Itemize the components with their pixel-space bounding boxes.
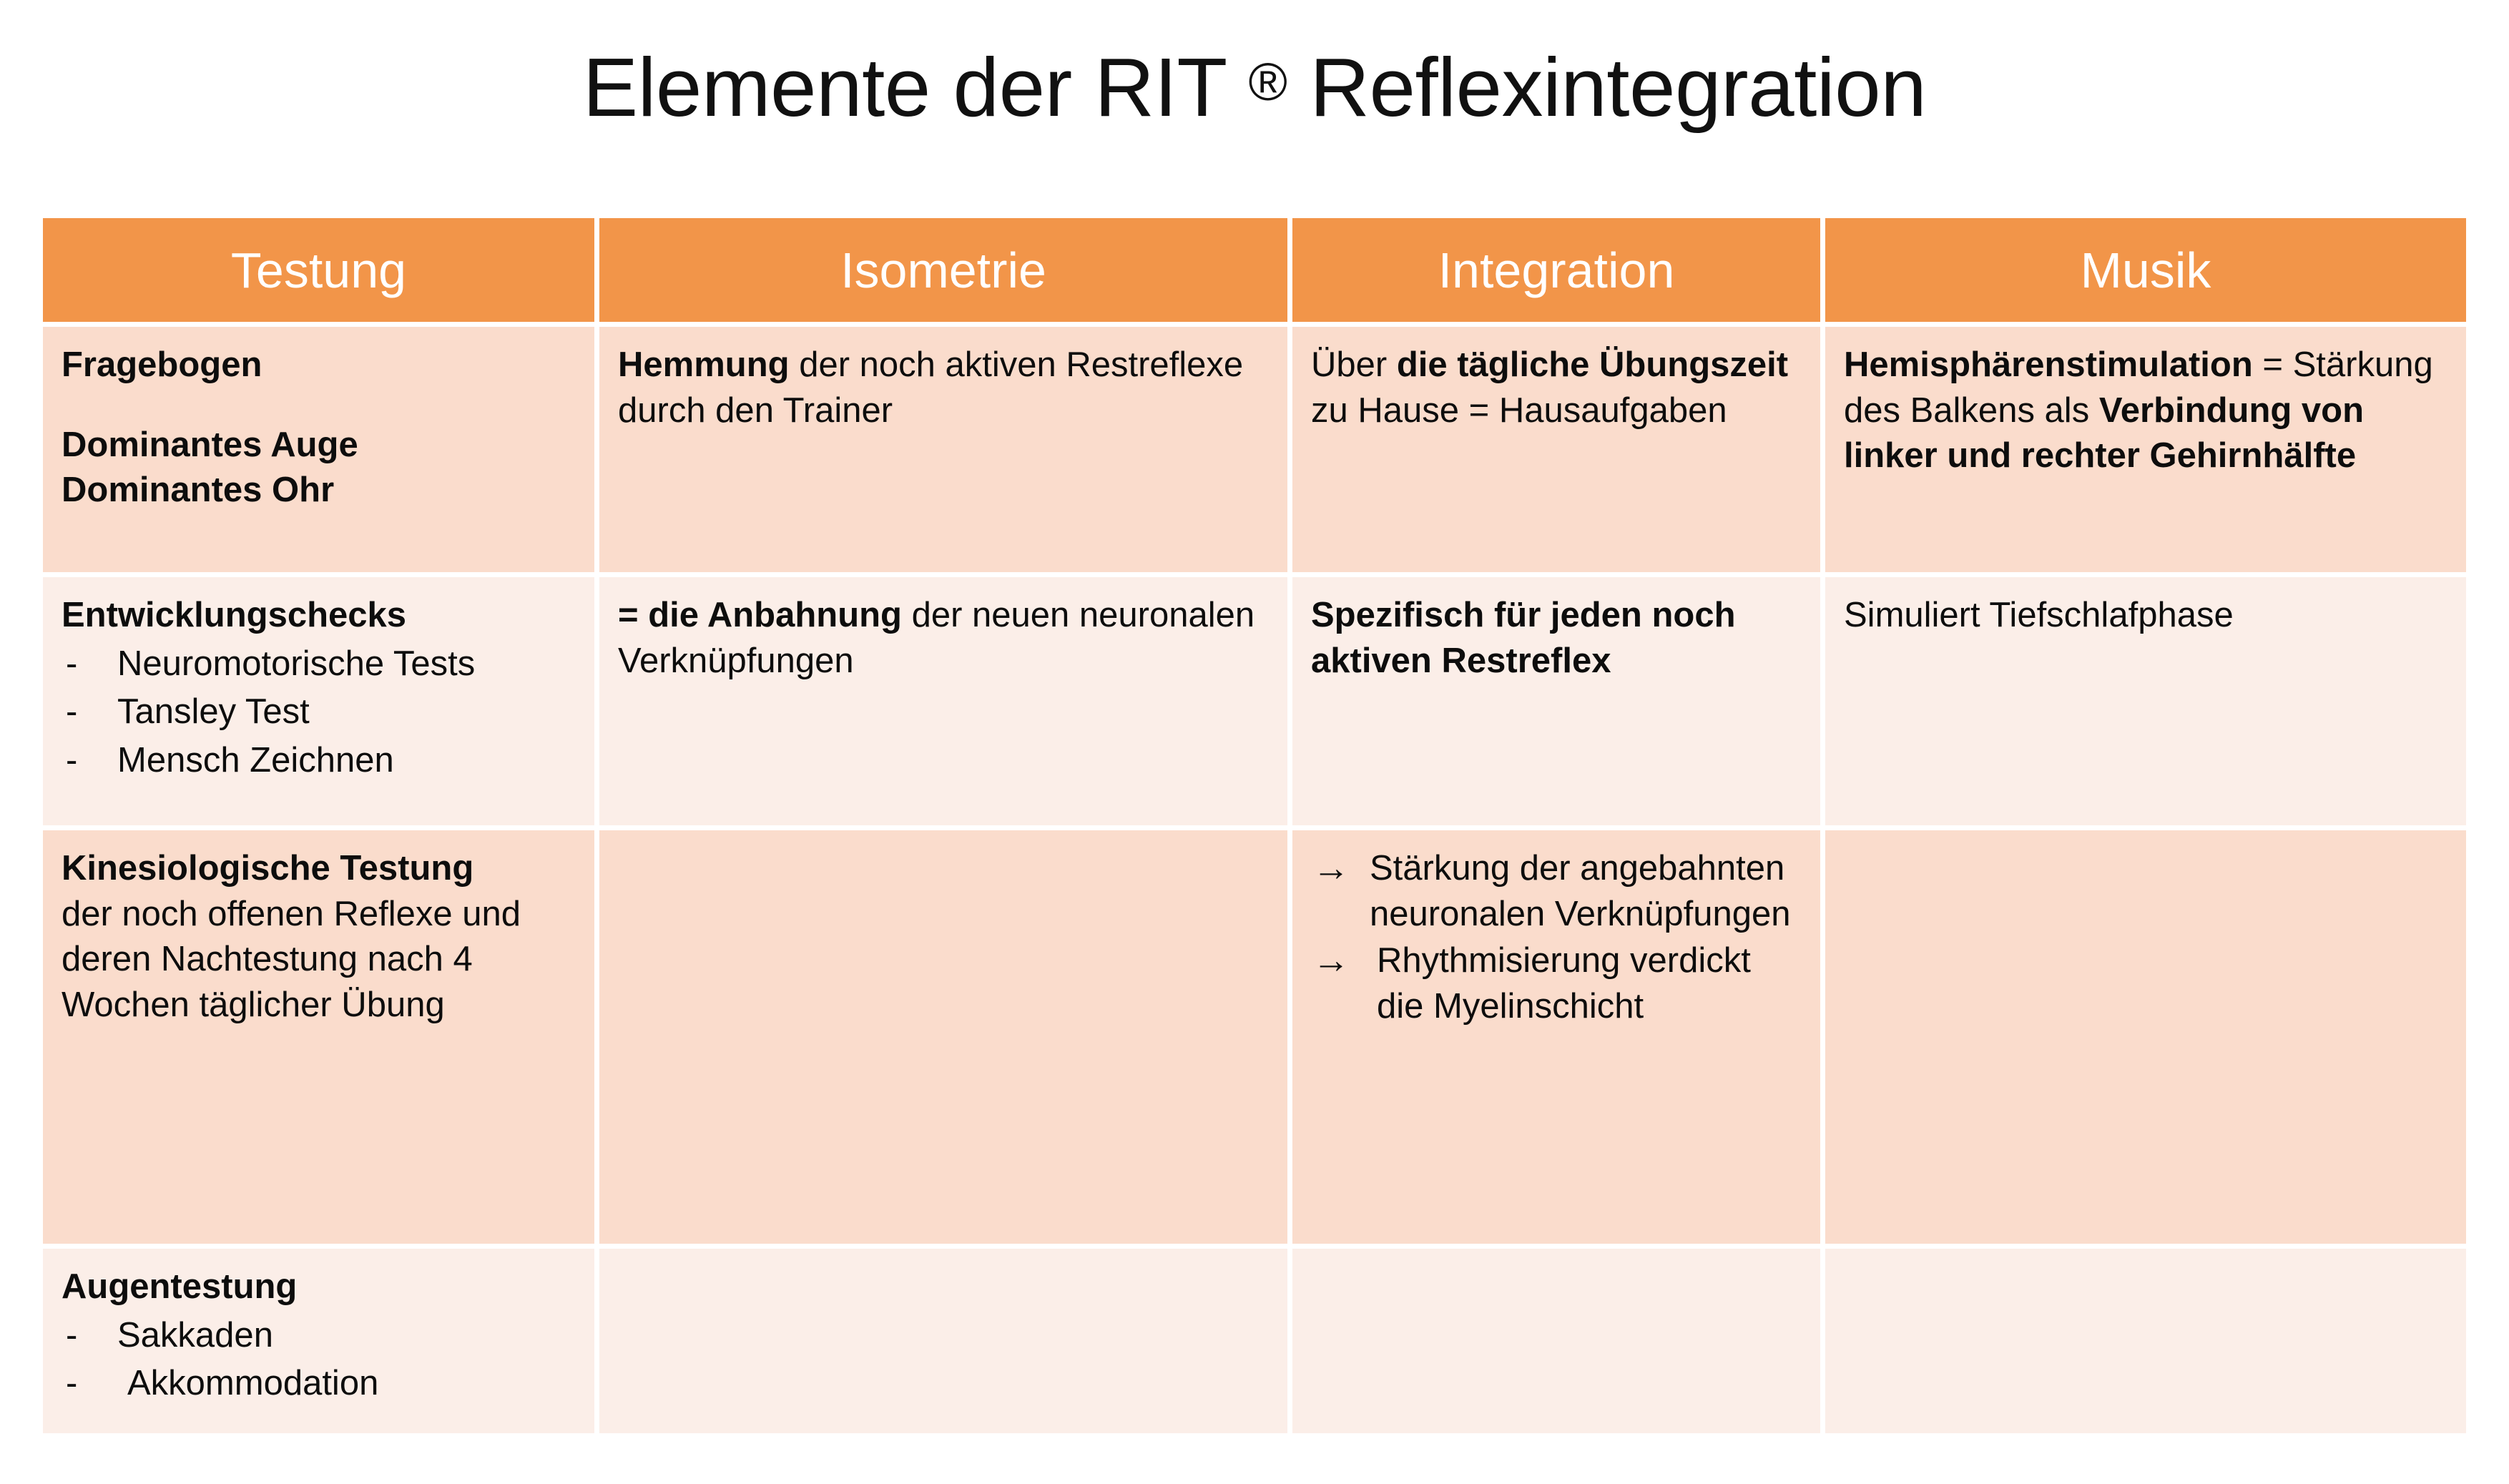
dash-bullet-icon: - <box>66 644 78 683</box>
list-item: -Sakkaden <box>62 1313 576 1359</box>
emphasis-text: Anbahnung <box>707 596 902 634</box>
row-divider <box>43 322 2466 327</box>
cell-text: Über <box>1311 345 1397 384</box>
list: -Neuromotorische Tests -Tansley Test -Me… <box>62 642 576 784</box>
emphasis-text: Kinesiologische Testung <box>62 849 474 888</box>
cell-text: der neuen neuronalen Verknüpfungen <box>618 596 1255 680</box>
table-row: Fragebogen Dominantes Auge Dominantes Oh… <box>43 327 2466 572</box>
cell-testung-row3: Kinesiologische Testung der noch offenen… <box>43 830 599 1244</box>
cell-paragraph: Kinesiologische Testung <box>62 846 576 892</box>
list: → Stärkung der angebahnten neuronalen Ver… <box>1311 846 1802 1030</box>
column-header-label: Testung <box>230 242 407 298</box>
emphasis-text: die tägliche Übungszeit <box>1396 345 1789 384</box>
cell-musik-row4 <box>1825 1249 2466 1433</box>
title-text-after: Reflexintegration <box>1287 41 1927 134</box>
cell-paragraph: Spezifisch für jeden noch aktiven Restre… <box>1311 596 1736 680</box>
cell-integration-row4 <box>1292 1249 1825 1433</box>
cell-line: Fragebogen <box>62 345 262 384</box>
dash-bullet-icon: - <box>66 741 78 780</box>
cell-text: zu Hause = Hausaufgaben <box>1311 390 1727 430</box>
list-item-label: Sakkaden <box>117 1315 273 1355</box>
row-divider <box>43 1244 2466 1249</box>
page-title: Elemente der RIT ® Reflexintegration <box>0 41 2509 134</box>
dash-bullet-icon: - <box>66 692 78 732</box>
list-item-label: Mensch Zeichnen <box>117 741 394 780</box>
column-header-isometrie: Isometrie <box>599 218 1292 322</box>
table-header-row: Testung Isometrie Integration Musik <box>43 218 2466 322</box>
cell-testung-row4: Augentestung -Sakkaden - Akkommodation <box>43 1249 599 1433</box>
emphasis-text: Hemmung <box>618 345 790 384</box>
cell-line: Dominantes Auge <box>62 425 358 464</box>
dash-bullet-icon: - <box>66 1364 78 1403</box>
cell-musik-row2: Simuliert Tiefschlafphase <box>1825 577 2466 825</box>
cell-text: = Stärkung des Balkens als <box>1844 345 2433 430</box>
column-header-integration: Integration <box>1292 218 1825 322</box>
cell-paragraph: Hemmung der noch aktiven Restreflexe dur… <box>618 343 1269 433</box>
arrow-right-icon: → <box>1312 940 1350 982</box>
cell-paragraph: Über die tägliche Übungszeit zu Hause = … <box>1311 343 1802 433</box>
column-header-musik: Musik <box>1825 218 2466 322</box>
cell-integration-row2: Spezifisch für jeden noch aktiven Restre… <box>1292 577 1825 825</box>
cell-text: = die <box>618 596 707 634</box>
cell-musik-row3 <box>1825 830 2466 1244</box>
list-item-label: Akkommodation <box>127 1364 379 1403</box>
list-item: -Tansley Test <box>62 689 576 735</box>
column-header-label: Integration <box>1438 242 1675 298</box>
arrow-right-icon: → <box>1312 847 1350 889</box>
table-row: Entwicklungschecks -Neuromotorische Test… <box>43 577 2466 825</box>
cell-text: der noch aktiven Restreflexe durch den T… <box>618 345 1244 430</box>
list: -Sakkaden - Akkommodation <box>62 1313 576 1407</box>
column-header-label: Isometrie <box>840 242 1046 298</box>
cell-paragraph: Simuliert Tiefschlafphase <box>1844 596 2234 634</box>
column-header-label: Musik <box>2080 242 2211 298</box>
emphasis-text: Verbindung von linker und rechter Gehirn… <box>1844 390 2365 476</box>
cell-heading: Entwicklungschecks <box>62 596 407 634</box>
cell-integration-row1: Über die tägliche Übungszeit zu Hause = … <box>1292 327 1825 572</box>
list-item: - Akkommodation <box>62 1361 576 1407</box>
cell-isometrie-row1: Hemmung der noch aktiven Restreflexe dur… <box>599 327 1292 572</box>
cell-paragraph: = die Anbahnung der neuen neuronalen Ver… <box>618 593 1269 684</box>
cell-line: Dominantes Ohr <box>62 471 335 510</box>
table-row: Augentestung -Sakkaden - Akkommodation <box>43 1249 2466 1433</box>
cell-isometrie-row3 <box>599 830 1292 1244</box>
cell-isometrie-row2: = die Anbahnung der neuen neuronalen Ver… <box>599 577 1292 825</box>
emphasis-text: Hemisphärenstimulation <box>1844 345 2253 384</box>
cell-testung-row1: Fragebogen Dominantes Auge Dominantes Oh… <box>43 327 599 572</box>
registered-trademark-icon: ® <box>1248 52 1287 112</box>
dash-bullet-icon: - <box>66 1315 78 1355</box>
list-item: → Stärkung der angebahnten neuronalen Ver… <box>1311 846 1802 937</box>
list-item-label: Tansley Test <box>117 692 310 732</box>
cell-isometrie-row4 <box>599 1249 1292 1433</box>
cell-paragraph: Hemisphärenstimulation = Stärkung des Ba… <box>1844 343 2447 479</box>
cell-integration-row3: → Stärkung der angebahnten neuronalen Ver… <box>1292 830 1825 1244</box>
cell-musik-row1: Hemisphärenstimulation = Stärkung des Ba… <box>1825 327 2466 572</box>
list-item: → Rhythmisierung verdickt die Myelinschi… <box>1311 938 1802 1029</box>
row-divider <box>43 825 2466 830</box>
table-row: Kinesiologische Testung der noch offenen… <box>43 830 2466 1244</box>
cell-testung-row2: Entwicklungschecks -Neuromotorische Test… <box>43 577 599 825</box>
row-divider <box>43 572 2466 577</box>
cell-heading: Augentestung <box>62 1267 298 1306</box>
elements-table: Testung Isometrie Integration Musik Frag… <box>43 218 2466 1433</box>
column-header-testung: Testung <box>43 218 599 322</box>
list-item-label: Neuromotorische Tests <box>117 644 476 683</box>
list-item-label: Stärkung der angebahnten neuronalen Verk… <box>1370 849 1791 933</box>
list-item: -Mensch Zeichnen <box>62 738 576 784</box>
title-text-before: Elemente der RIT <box>582 41 1249 134</box>
list-item: -Neuromotorische Tests <box>62 642 576 687</box>
list-item-label: Rhythmisierung verdickt die Myelinschich… <box>1377 941 1751 1026</box>
cell-paragraph: der noch offenen Reflexe und deren Nacht… <box>62 894 521 1025</box>
